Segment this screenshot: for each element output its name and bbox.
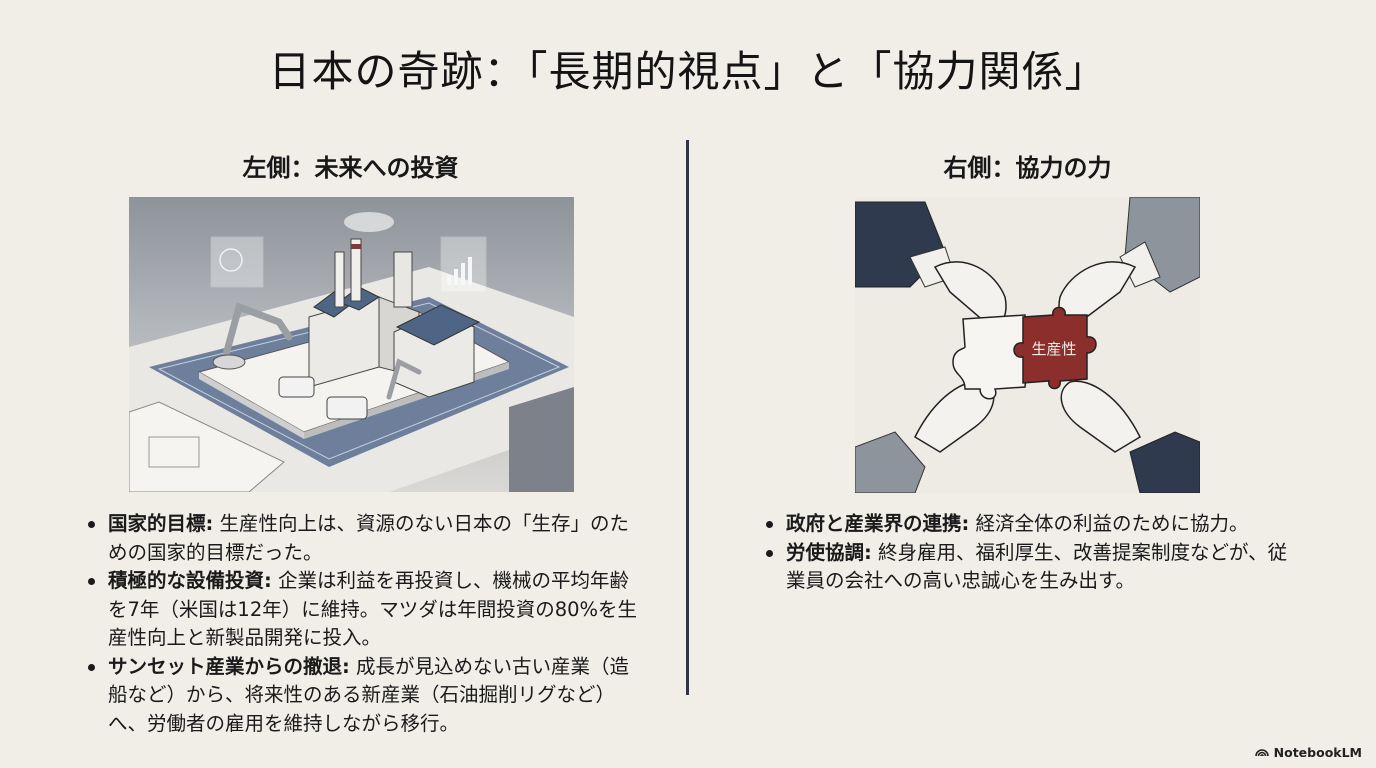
puzzle-label: 生産性 bbox=[1031, 340, 1076, 358]
right-column-heading: 右側：協力の力 bbox=[943, 154, 1112, 182]
notebooklm-brand: NotebookLM bbox=[1254, 745, 1362, 760]
bullet-national-goal: 国家的目標: 生産性向上は、資源のない日本の「生存」のための国家的目標だった。 bbox=[84, 510, 644, 567]
factory-investment-illustration bbox=[129, 197, 574, 492]
notebooklm-logo-icon bbox=[1254, 745, 1269, 760]
bullet-government-industry: 政府と産業界の連携: 経済全体の利益のために協力。 bbox=[762, 510, 1302, 539]
hands-puzzle-illustration: 生産性 bbox=[855, 197, 1200, 493]
bullet-text: 企業は利益を再投資し、機械の平均年齢を7年（米国は12年）に維持。マツダは年間投… bbox=[108, 569, 638, 649]
brand-label: NotebookLM bbox=[1273, 745, 1362, 760]
bullet-label: 積極的な設備投資: bbox=[108, 569, 272, 592]
bullet-capital-investment: 積極的な設備投資: 企業は利益を再投資し、機械の平均年齢を7年（米国は12年）に… bbox=[84, 567, 644, 653]
bullet-label: サンセット産業からの撤退: bbox=[108, 654, 350, 678]
bullet-text: 経済全体の利益のために協力。 bbox=[969, 512, 1249, 535]
left-bullet-list: 国家的目標: 生産性向上は、資源のない日本の「生存」のための国家的目標だった。 … bbox=[84, 510, 644, 738]
column-divider bbox=[686, 140, 689, 695]
bullet-label: 労使協調: bbox=[786, 540, 872, 564]
bullet-label: 政府と産業界の連携: bbox=[786, 512, 970, 535]
bullet-text: 終身雇用、福利厚生、改善提案制度などが、従業員の会社への高い忠誠心を生み出す。 bbox=[786, 540, 1288, 593]
bullet-labor-management: 労使協調: 終身雇用、福利厚生、改善提案制度などが、従業員の会社への高い忠誠心を… bbox=[762, 539, 1302, 596]
right-bullet-list: 政府と産業界の連携: 経済全体の利益のために協力。 労使協調: 終身雇用、福利厚… bbox=[762, 510, 1302, 596]
left-column-heading: 左側：未来への投資 bbox=[242, 154, 459, 182]
bullet-label: 国家的目標: bbox=[108, 512, 214, 535]
bullet-text: 生産性向上は、資源のない日本の「生存」のための国家的目標だった。 bbox=[108, 512, 630, 564]
bullet-sunset-industries: サンセット産業からの撤退: 成長が見込めない古い産業（造船など）から、将来性のあ… bbox=[84, 653, 644, 739]
bullet-text: 成長が見込めない古い産業（造船など）から、将来性のある新産業（石油掘削リグなど）… bbox=[108, 654, 630, 735]
slide-title: 日本の奇跡：「長期的視点」と「協力関係」 bbox=[268, 47, 1108, 96]
